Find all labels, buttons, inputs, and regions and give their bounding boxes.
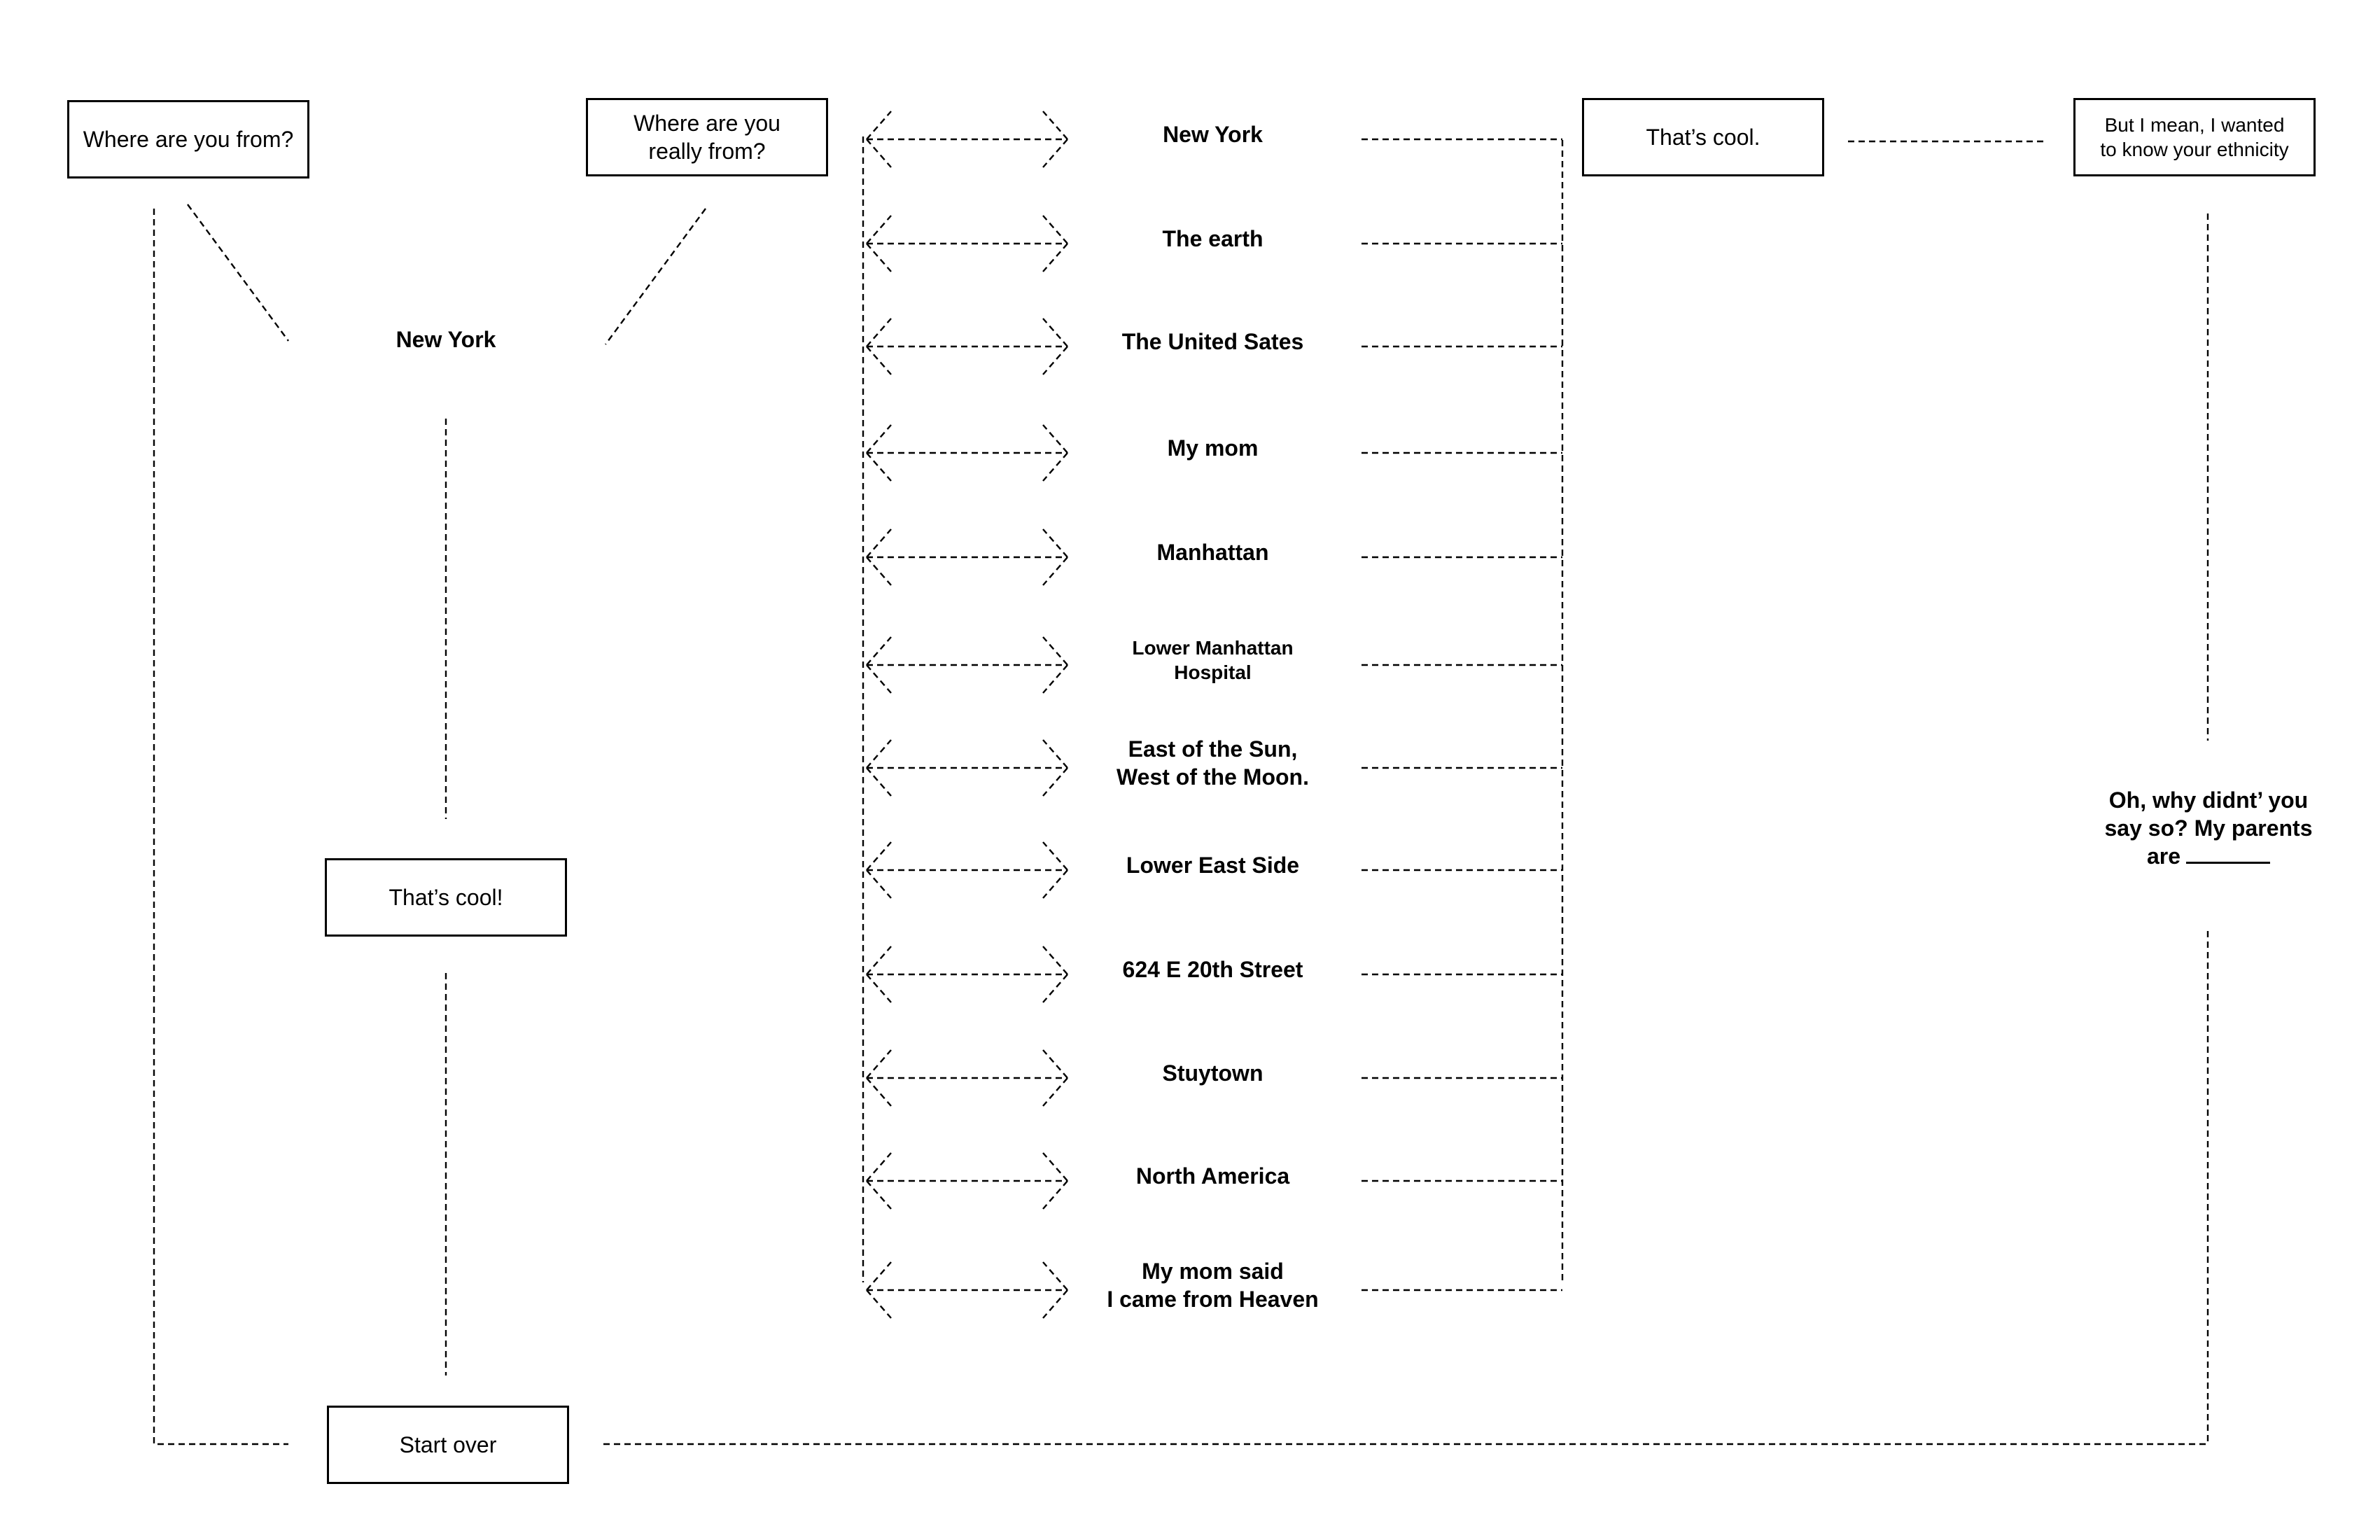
response-thats-cool-left: That’s cool! [325,858,567,937]
arrow-head-right-upper [1042,636,1068,666]
answer-item: East of the Sun, West of the Moon. [1116,736,1309,790]
question-where-from: Where are you from? [67,100,309,178]
answer-item: North America [1135,1163,1290,1189]
arrow-head-right-lower [1042,556,1068,586]
arrow-head-right-lower [1042,1077,1068,1107]
arrow-head-left-upper [866,424,892,454]
arrow-head-right-lower [1042,243,1068,272]
arrow-head-right-upper [1042,424,1068,454]
answer-item: My mom said I came from Heaven [1107,1259,1319,1312]
arrow-head-left-lower [866,1077,892,1107]
arrow-head-left-lower [866,1289,892,1319]
answer-item: 624 E 20th Street [1122,957,1303,982]
arrow-head-left-upper [866,215,892,244]
arrow-head-right-upper [1042,1261,1068,1291]
arrow-head-left-lower [866,346,892,375]
arrow-head-left-lower [866,556,892,586]
arrow-head-left-lower [866,1180,892,1210]
arrow-head-left-lower [866,974,892,1003]
arrow-head-left-upper [866,1152,892,1182]
arrow-head-right-lower [1042,767,1068,797]
arrow-head-left-lower [866,139,892,168]
arrow-head-left-upper [866,1049,892,1079]
connector-where-to-startover [153,209,288,1446]
answer-item: The United Sates [1121,329,1304,354]
arrow-head-right-upper [1042,528,1068,558]
arrow-head-left-upper [866,1261,892,1291]
answer-item: The earth [1162,226,1264,251]
arrow-head-left-upper [866,946,892,975]
arrow-head-right-upper [1042,1152,1068,1182]
arrow-head-left-upper [866,528,892,558]
response-parents-text: Oh, why didnt’ you say so? My parents ar… [2104,788,2313,869]
arrow-head-left-lower [866,869,892,899]
arrow-head-left-upper [866,111,892,140]
question-ethnicity: But I mean, I wanted to know your ethnic… [2073,98,2316,176]
answer-item: Stuytown [1162,1060,1264,1086]
response-parents: Oh, why didnt’ you say so? My parents ar… [2072,776,2345,881]
arrow-head-right-lower [1042,139,1068,168]
start-over-box: Start over [327,1406,569,1484]
arrow-head-right-upper [1042,739,1068,769]
arrow-head-right-upper [1042,318,1068,347]
arrow-head-left-upper [866,739,892,769]
answer-item: Manhattan [1156,540,1269,565]
arrow-head-right-lower [1042,1289,1068,1319]
response-thats-cool-right: That’s cool. [1582,98,1824,176]
arrow-head-left-upper [866,841,892,871]
answer-item: Lower Manhattan Hospital [1132,637,1294,683]
arrow-head-right-lower [1042,1180,1068,1210]
arrow-head-right-upper [1042,111,1068,140]
arrow-head-right-upper [1042,1049,1068,1079]
arrow-head-right-lower [1042,869,1068,899]
arrow-head-right-lower [1042,974,1068,1003]
fill-in-blank [2186,862,2271,864]
question-really-from: Where are you really from? [586,98,828,176]
response-new-york: New York [396,327,496,352]
answer-item: My mom [1167,435,1259,461]
arrow-head-right-lower [1042,452,1068,482]
arrow-head-left-upper [866,636,892,666]
arrow-head-left-lower [866,767,892,797]
arrow-head-left-upper [866,318,892,347]
arrow-head-right-upper [1042,946,1068,975]
arrow-head-left-lower [866,452,892,482]
answer-connectors [866,111,1562,1319]
connector-really-to-newyork [605,208,706,345]
arrow-head-right-lower [1042,346,1068,375]
answer-item: New York [1163,122,1263,147]
arrow-head-left-lower [866,243,892,272]
arrow-head-right-upper [1042,215,1068,244]
answer-item: Lower East Side [1126,853,1300,878]
arrow-head-right-lower [1042,664,1068,694]
arrow-head-left-lower [866,664,892,694]
arrow-head-right-upper [1042,841,1068,871]
connector-where-to-newyork [187,204,289,342]
